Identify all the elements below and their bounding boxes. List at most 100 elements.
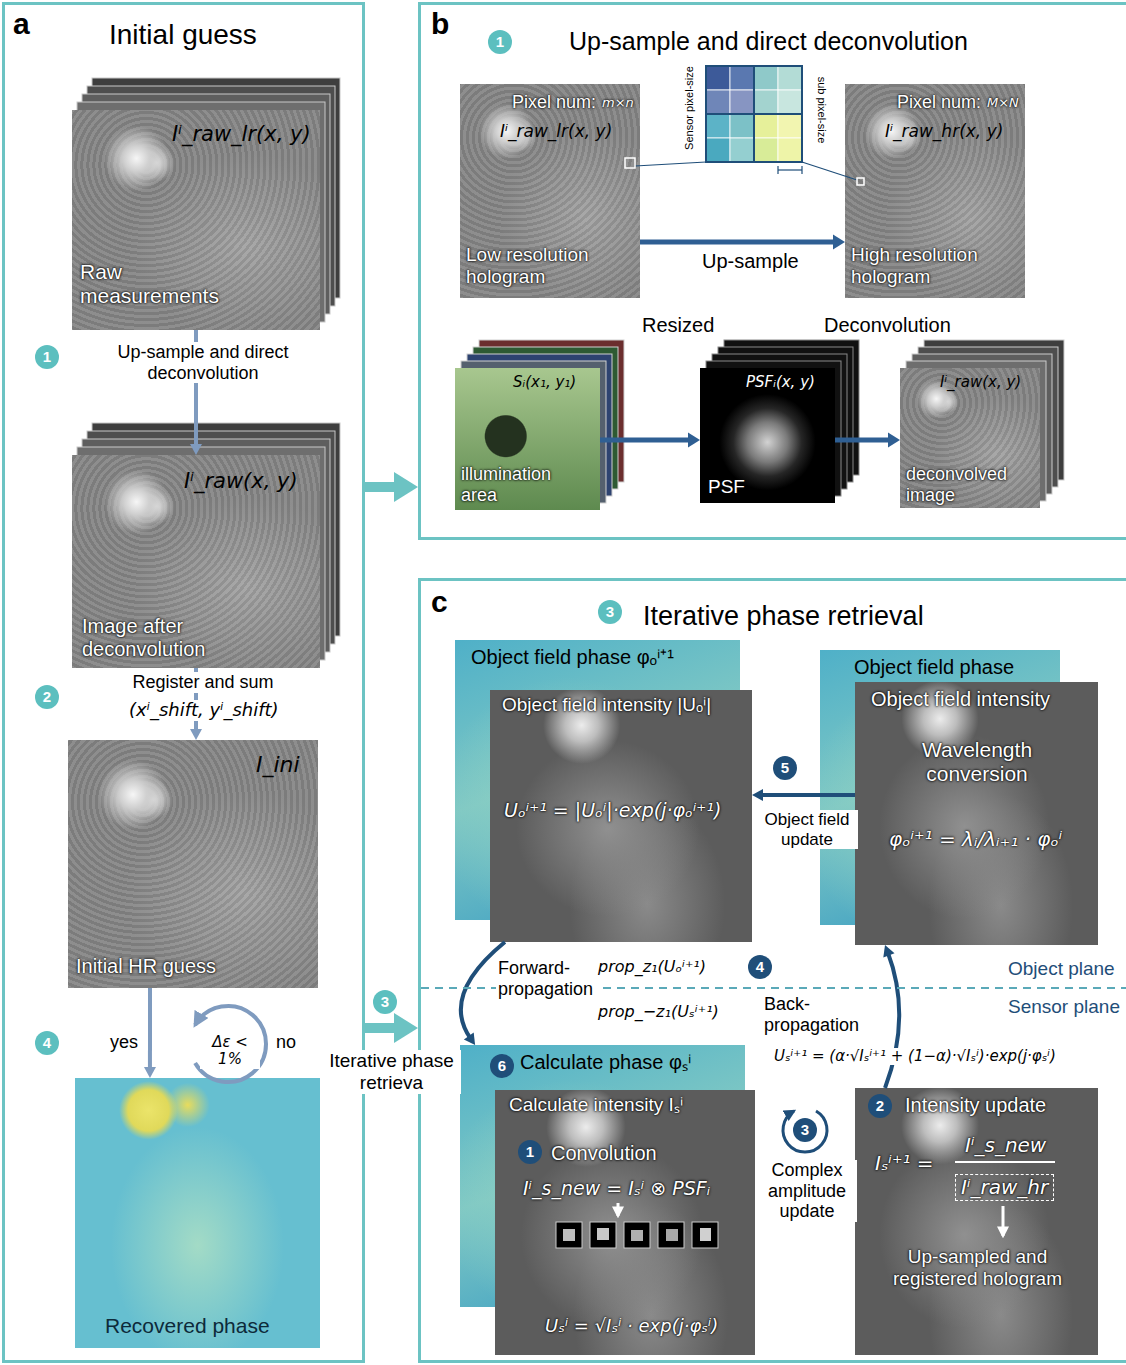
zoom-leader xyxy=(777,166,778,174)
arrowhead xyxy=(190,444,202,455)
step-number: 4 xyxy=(748,955,772,979)
step-badge: 2 xyxy=(868,1094,892,1118)
hologram-image: Iⁱ_raw_lr(x, y)Raw measurements xyxy=(72,110,320,330)
caption-text: Intensity update xyxy=(905,1094,1046,1117)
caption-text: PSF xyxy=(708,476,745,498)
caption-text: Up-sample and direct deconvolution xyxy=(569,27,968,56)
annotation: Complex amplitude update xyxy=(757,1160,857,1222)
convergence-loop xyxy=(195,1006,266,1082)
arrowhead xyxy=(144,1067,156,1078)
formula: Iₛⁱ⁺¹ = xyxy=(875,1152,934,1175)
intensity-image: Calculate intensity IₛⁱConvolutionIⁱ_s_n… xyxy=(495,1090,755,1355)
step-number: 2 xyxy=(868,1094,892,1118)
pixel-grid xyxy=(730,138,754,162)
caption-text: Recovered phase xyxy=(105,1314,270,1338)
caption-text: Object field intensity xyxy=(871,688,1050,711)
annotation: Sensor pixel-size xyxy=(683,64,696,152)
formula: Iⁱ_s_new = Iₛⁱ ⊗ PSFᵢ xyxy=(523,1178,710,1200)
connector-line xyxy=(640,239,837,244)
edge-label: Register and sum xyxy=(86,672,320,693)
connector xyxy=(600,432,700,447)
pixel-grid xyxy=(706,114,730,138)
caption-text: Wavelength conversion xyxy=(907,738,1047,786)
psf-thumbnails xyxy=(658,1222,684,1248)
zoom-leader xyxy=(801,166,802,174)
pixel-grid-frame xyxy=(753,66,755,162)
psf-thumbnails xyxy=(692,1222,718,1248)
step-number: 2 xyxy=(35,685,59,709)
caption-text: c xyxy=(431,585,448,620)
formula: PSFᵢ(x, y) xyxy=(746,374,815,391)
connector-line xyxy=(760,793,855,797)
pixel-grid xyxy=(706,66,802,162)
pixel-grid xyxy=(778,90,802,114)
caption-text: Calculate phase φₛⁱ xyxy=(520,1051,691,1074)
arrowhead xyxy=(752,789,763,801)
step-number: 6 xyxy=(490,1054,514,1078)
step-badge: 3 xyxy=(793,1118,817,1142)
caption-text: Initial guess xyxy=(109,19,257,51)
connector-line xyxy=(148,988,152,1070)
connector xyxy=(144,988,156,1078)
psf-thumbnails xyxy=(597,1228,609,1240)
connector xyxy=(835,432,900,447)
formula: Iⁱ_raw_hr(x, y) xyxy=(885,122,1003,142)
formula: m×n xyxy=(602,96,634,111)
caption-text: Convolution xyxy=(551,1142,657,1165)
step-number: 1 xyxy=(35,345,59,369)
step-number: 5 xyxy=(773,756,797,780)
step-number: 4 xyxy=(35,1031,59,1055)
psf-thumbnails xyxy=(700,1228,711,1241)
hologram-image: Pixel num:M×NIⁱ_raw_hr(x, y)High resolut… xyxy=(845,84,1025,298)
caption-text: a xyxy=(13,7,30,42)
caption-text: Pixel num: xyxy=(897,92,981,113)
psf-thumbnails xyxy=(631,1230,643,1241)
step-badge: 2 xyxy=(35,685,59,709)
connector xyxy=(752,789,855,801)
step-badge: 1 xyxy=(518,1140,542,1164)
caption-text: Iterative phase retrieval xyxy=(643,601,924,632)
pixel-grid xyxy=(730,90,754,114)
step-number: 1 xyxy=(488,30,512,54)
arrowhead xyxy=(888,432,900,447)
step-badge: 3 xyxy=(598,600,622,624)
step-badge: 1 xyxy=(35,345,59,369)
pixel-grid xyxy=(706,138,730,162)
connector xyxy=(640,234,845,249)
formula: I_ini xyxy=(256,752,300,777)
annotation: Deconvolution xyxy=(822,314,953,337)
connector-line xyxy=(365,1023,401,1033)
caption-text: Object field phase φₒⁱ⁺¹ xyxy=(471,646,674,669)
annotation: Sensor plane xyxy=(1006,996,1122,1018)
zoom-marker xyxy=(625,158,635,168)
step-number: 3 xyxy=(793,1118,817,1142)
psf-thumbnails xyxy=(666,1229,678,1241)
zoom-marker xyxy=(857,178,864,185)
caption-text: Initial HR guess xyxy=(76,955,216,978)
edge-label: Up-sample xyxy=(700,250,801,273)
pixel-grid xyxy=(706,90,730,114)
pixel-grid-frame xyxy=(706,113,802,115)
update-loop xyxy=(783,1111,827,1152)
pixel-grid xyxy=(730,66,754,90)
formula-label: prop_z₁(Uₒⁱ⁺¹) xyxy=(596,958,708,976)
caption-text: deconvolved image xyxy=(906,464,1034,505)
fraction-bar xyxy=(955,1161,1055,1163)
arrowhead xyxy=(394,472,418,502)
pixel-grid xyxy=(754,90,778,114)
hologram-image: Iⁱ_raw(x, y)Image after deconvolution xyxy=(72,455,320,668)
pixel-grid-frame xyxy=(706,66,802,162)
arrowhead xyxy=(190,729,202,740)
zoom-leader xyxy=(635,162,706,166)
step-badge: 4 xyxy=(748,955,772,979)
connector-line xyxy=(365,482,401,492)
formula: Sᵢ(x₁, y₁) xyxy=(513,374,576,391)
step-number: 1 xyxy=(518,1140,542,1164)
caption-text: Calculate intensity Iₛⁱ xyxy=(509,1094,683,1116)
formula-label: prop_−z₁(Uₛⁱ⁺¹) xyxy=(596,1003,721,1021)
caption-text: Up-sampled and registered hologram xyxy=(875,1246,1080,1290)
pixel-grid xyxy=(754,138,778,162)
formula-label: Uₛⁱ⁺¹ = (α·√Iₛⁱ⁺¹ + (1−α)·√Iₛⁱ)·exp(j·φₛ… xyxy=(772,1048,1058,1065)
arrowhead xyxy=(833,234,845,249)
